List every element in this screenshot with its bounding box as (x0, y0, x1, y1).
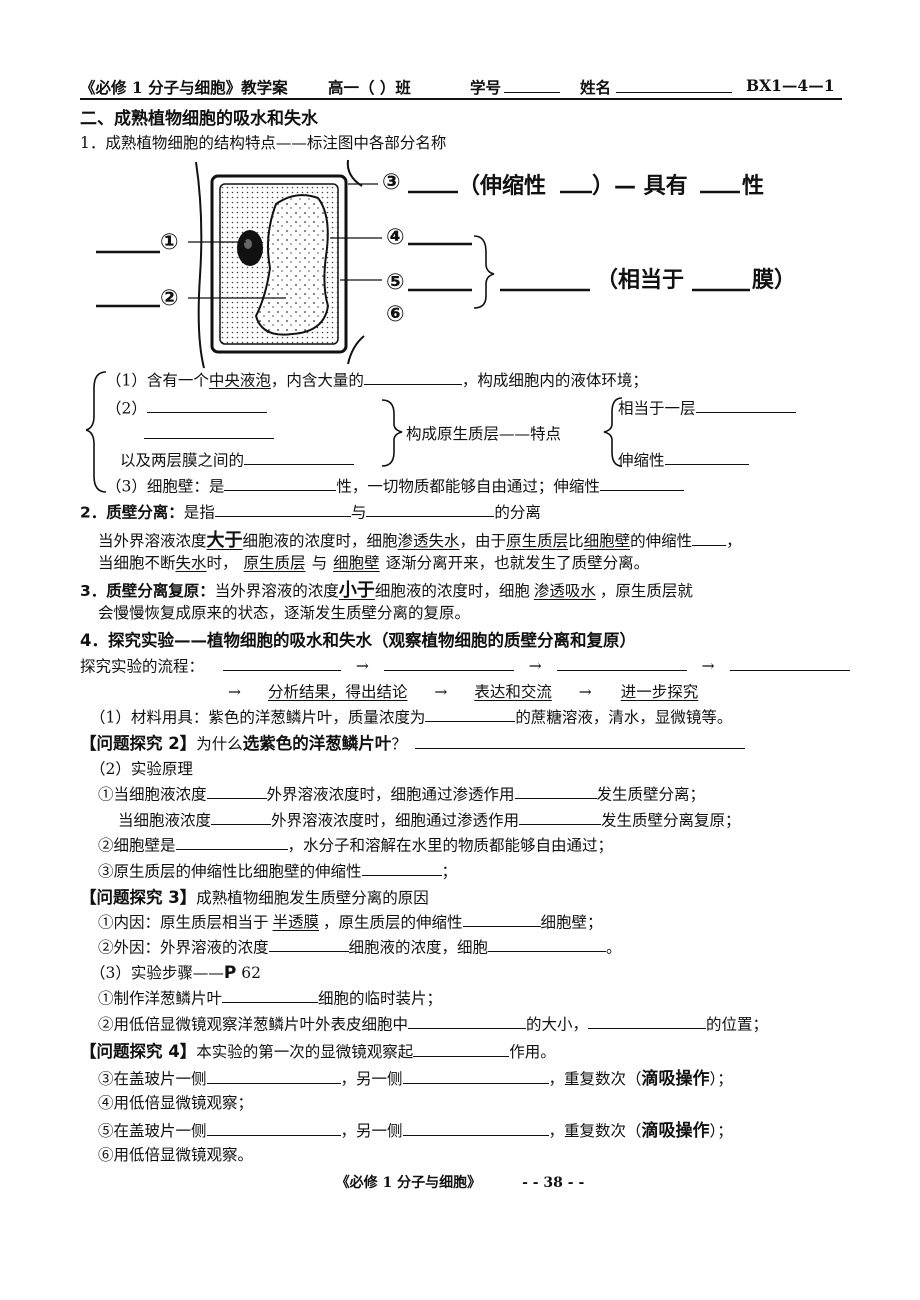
list-item-2-r2: 伸缩性 (618, 448, 749, 470)
q4-probe4: 【问题探究 4】本实验的第一次的显微镜观察起作用。 (80, 1038, 556, 1062)
q4-step-4: ④用低倍显微镜观察； (98, 1094, 254, 1112)
page-footer: 《必修 1 分子与细胞》 - - 38 - - (0, 1172, 920, 1192)
header-title: 《必修 1 分子与细胞》教学案 (80, 78, 288, 97)
list-item-1: （1）含有一个中央液泡，内含大量的，构成细胞内的液体环境； (106, 368, 648, 390)
q4-flow-row2: → 分析结果，得出结论 → 表达和交流 → 进一步探究 (228, 683, 699, 701)
header-id-label: 学号 (470, 78, 502, 97)
q3-line2: 会慢慢恢复成原来的状态，逐渐发生质壁分离的复原。 (98, 604, 471, 622)
list-item-2-mid: 构成原生质层——特点 (406, 425, 562, 443)
header-name-blank (616, 76, 732, 97)
q4-principle-2: 当细胞液浓度外界溶液浓度时，细胞通过渗透作用发生质壁分离复原； (118, 808, 741, 830)
header-id-blank (504, 76, 560, 97)
label-5: ⑤ (386, 270, 405, 295)
q4-principle-4: ③原生质层的伸缩性比细胞壁的伸缩性； (98, 859, 457, 881)
list-item-2: （2） (106, 396, 267, 418)
section-title: 二、成熟植物细胞的吸水和失水 (80, 109, 318, 129)
label-3-text-b: ）— 具有 (592, 174, 688, 199)
question-1: 1．成熟植物细胞的结构特点——标注图中各部分名称 (80, 134, 447, 152)
q4-principle-3: ②细胞壁是，水分子和溶解在水里的物质都能够自由通过； (98, 833, 613, 855)
q2-line1: 2．质壁分离：是指与的分离 (80, 500, 541, 522)
q2-line2: 当外界溶液浓度大于细胞液的浓度时，细胞渗透失水，由于原生质层比细胞壁的伸缩性， (98, 530, 742, 551)
q4-steps: （3）实验步骤——P 62 (90, 963, 261, 983)
q4-step-1: ①制作洋葱鳞片叶细胞的临时装片； (98, 986, 442, 1008)
q4-step-2: ②用低倍显微镜观察洋葱鳞片叶外表皮细胞中的大小，的位置； (98, 1012, 768, 1034)
label-3: ③ (382, 170, 401, 195)
header-name-label: 姓名 (580, 78, 612, 97)
page-header: 《必修 1 分子与细胞》教学案 高一（ ）班 学号 姓名 BX1—4—1 (80, 76, 842, 100)
neighbor-wall-left (195, 161, 205, 369)
q4-step-3: ③在盖玻片一侧，另一侧，重复数次（滴吸操作）； (98, 1064, 733, 1089)
list-braces (86, 371, 623, 493)
plant-cell-diagram (96, 159, 750, 369)
footer-page: - - 38 - - (522, 1175, 585, 1191)
label-3-text-a: （伸缩性 (458, 174, 547, 199)
label-3-text-c: 性 (742, 174, 765, 199)
q4-principle: （2）实验原理 (90, 760, 193, 778)
q4-flow-row1: 探究实验的流程： → → → (80, 654, 850, 676)
label-45-text-b: 膜） (752, 268, 797, 293)
q4-title: 4．探究实验——植物细胞的吸水和失水（观察植物细胞的质壁分离和复原） (80, 631, 636, 650)
q4-probe3: 【问题探究 3】成熟植物细胞发生质壁分离的原因 (80, 888, 429, 907)
list-item-2-between: 以及两层膜之间的 (120, 448, 355, 470)
q4-step-6: ⑥用低倍显微镜观察。 (98, 1146, 254, 1164)
footer-title: 《必修 1 分子与细胞》 (335, 1175, 482, 1191)
list-item-2-r1: 相当于一层 (618, 396, 796, 418)
label-45-text-a: （相当于 (596, 268, 685, 293)
list-item-2-blank (144, 422, 274, 443)
q4-materials: （1）材料用具：紫色的洋葱鳞片叶，质量浓度为的蔗糖溶液，清水，显微镜等。 (90, 705, 732, 727)
q4-principle-1: ①当细胞液浓度外界溶液浓度时，细胞通过渗透作用发生质壁分离； (98, 782, 705, 804)
header-code: BX1—4—1 (746, 76, 835, 95)
neighbor-wall-right (346, 159, 363, 187)
label-4: ④ (386, 225, 405, 250)
header-grade: 高一（ ）班 (328, 78, 411, 97)
label-2: ② (160, 286, 179, 311)
q4-probe2: 【问题探究 2】为什么选紫色的洋葱鳞片叶？ (80, 730, 745, 754)
list-item-3: （3）细胞壁：是性，一切物质都能够自由通过；伸缩性 (106, 474, 684, 496)
brace (473, 235, 495, 309)
q4-step-5: ⑤在盖玻片一侧，另一侧，重复数次（滴吸操作）； (98, 1116, 733, 1141)
q4-cause-1: ①内因：原生质层相当于半透膜，原生质层的伸缩性细胞壁； (98, 910, 603, 932)
cell-wall (210, 174, 348, 354)
q4-cause-2: ②外因：外界溶液的浓度细胞液的浓度，细胞。 (98, 935, 622, 957)
label-6: ⑥ (386, 302, 405, 327)
q2-line3: 当细胞不断失水时，原生质层与细胞壁逐渐分离开来，也就发生了质壁分离。 (98, 554, 650, 572)
q3-line1: 3．质壁分离复原：当外界溶液的浓度小于细胞液的浓度时，细胞渗透吸水，原生质层就 (80, 580, 693, 601)
label-1: ① (160, 230, 179, 255)
